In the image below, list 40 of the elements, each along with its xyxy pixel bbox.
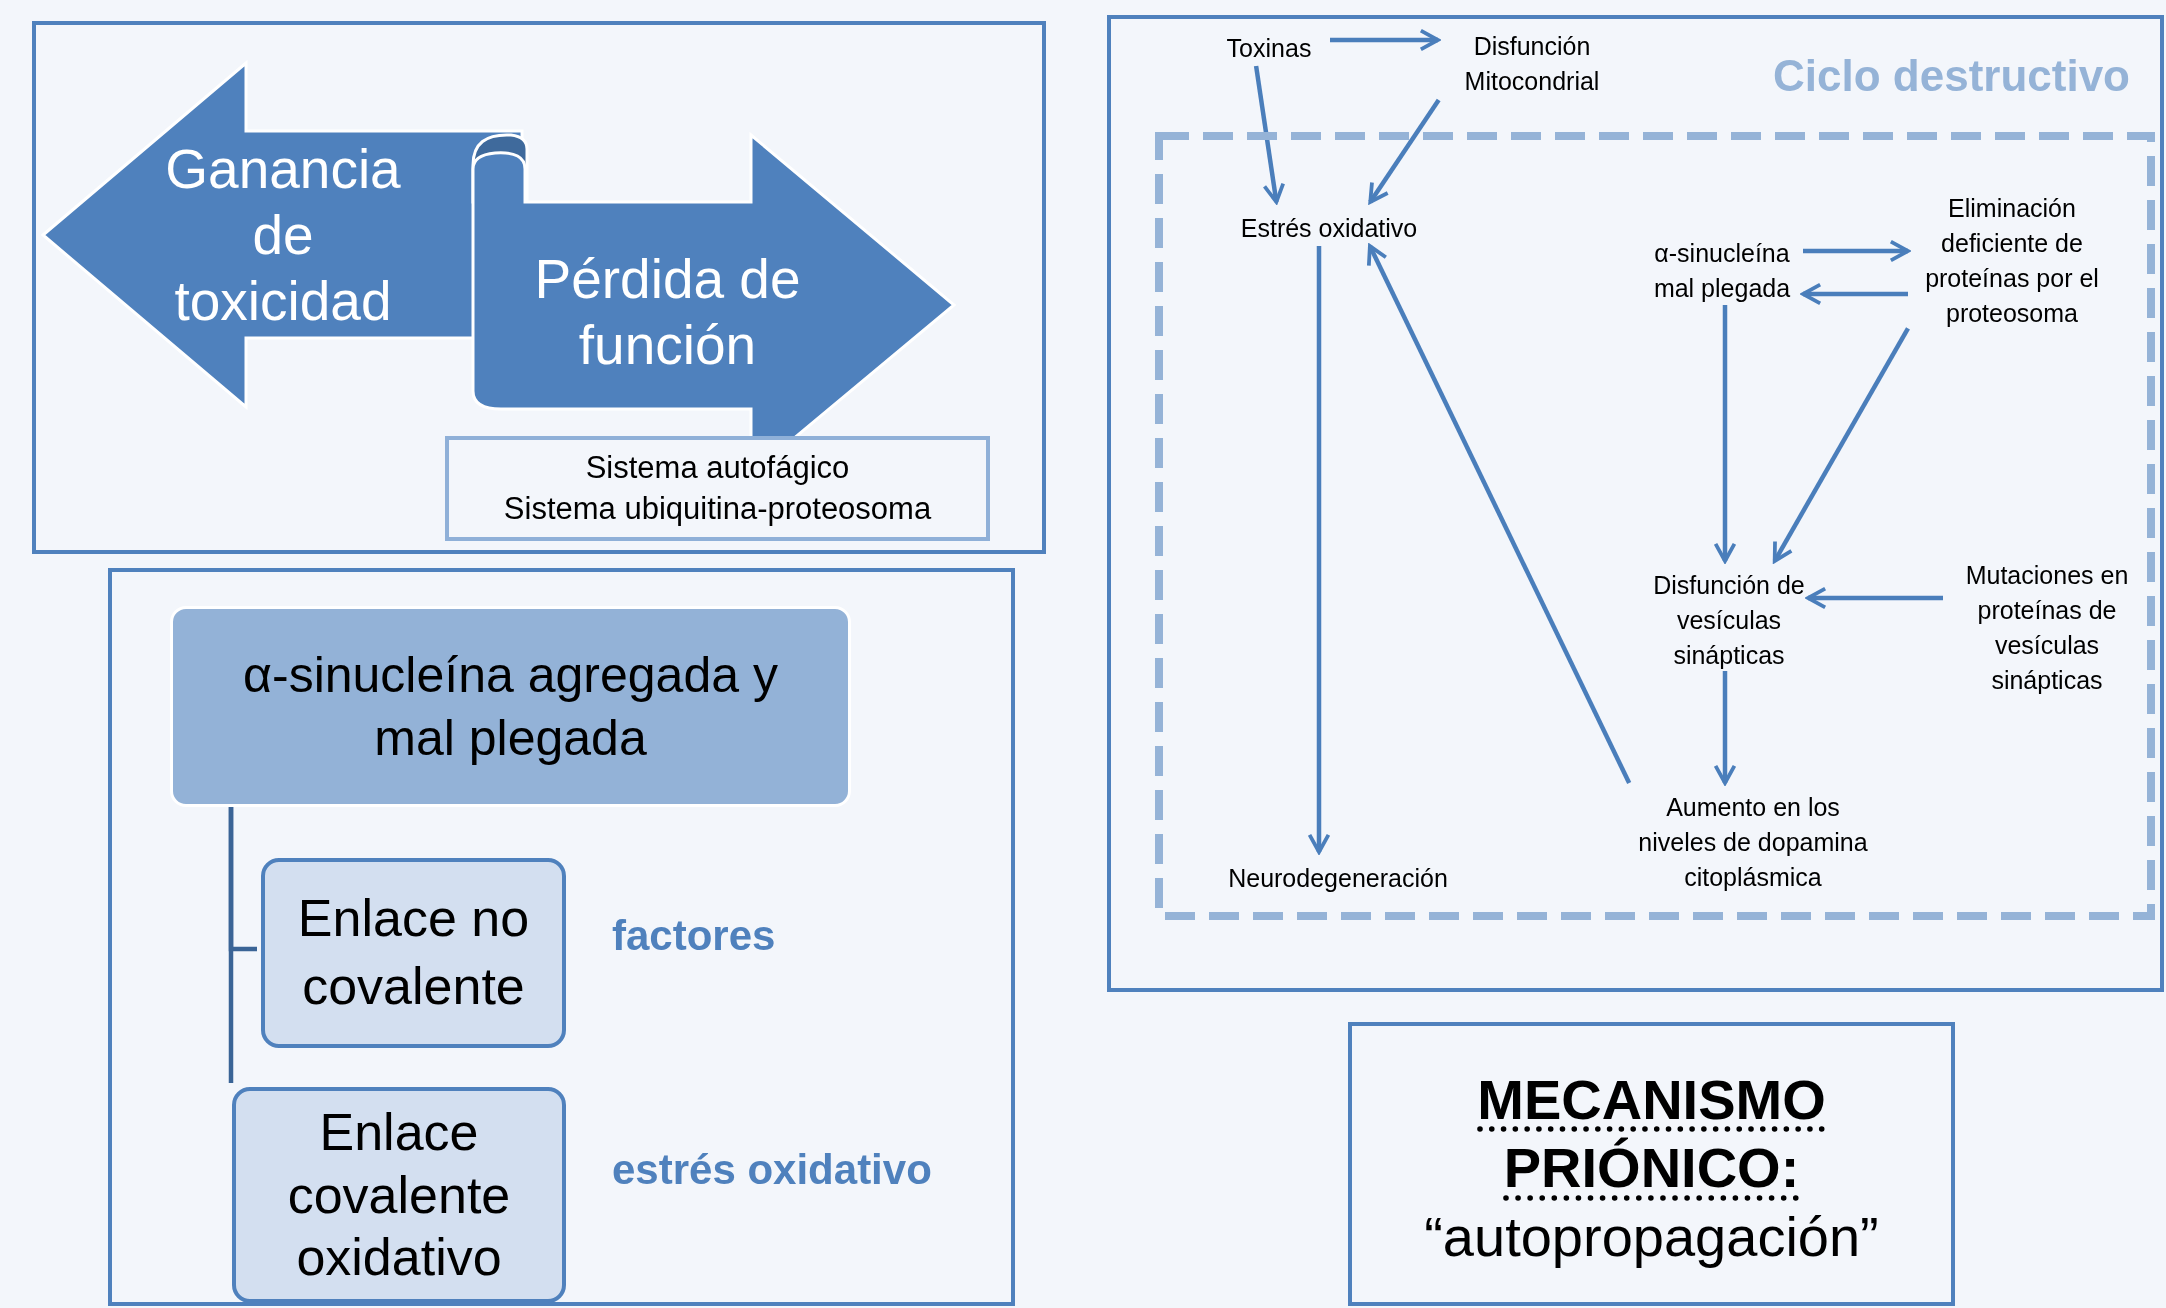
arrow (1801, 282, 1908, 306)
box-title: α-sinucleína agregada y mal plegada (242, 646, 779, 768)
subtitle-text: “autopropagación” (1424, 1203, 1879, 1270)
list-text: Sistema ubiquitina-proteosoma (503, 489, 932, 528)
arrow (1330, 28, 1440, 52)
arrow (1803, 239, 1910, 263)
concept-box (261, 858, 566, 1048)
arrow (1366, 244, 1632, 784)
cycle-label: Toxinas (1226, 32, 1312, 64)
panel-frame (1107, 15, 2164, 992)
cycle-label: Eliminación deficiente de proteínas por el proteosoma (1924, 193, 2100, 329)
arrow (1253, 65, 1286, 204)
panel-frame (1348, 1022, 1955, 1306)
arrow (1806, 586, 1943, 610)
side-label: estrés oxidativo (612, 1146, 932, 1194)
panel-frame (108, 568, 1015, 1306)
cycle-label: Disfunción de vesículas sinápticas (1652, 569, 1806, 671)
title-text: MECANISMO PRIÓNICO: (1476, 1067, 1827, 1202)
concept-box (232, 1087, 566, 1303)
list-text: Sistema autofágico (585, 449, 850, 488)
arrow (1713, 671, 1737, 785)
box-text: Enlace covalente oxidativo (286, 1102, 512, 1289)
cycle-label: Mutaciones en proteínas de vesículas sinápticas (1964, 560, 2130, 696)
arrow (1772, 327, 1910, 563)
cycle-label: Disfunción Mitocondrial (1463, 31, 1601, 97)
header-box (170, 606, 851, 807)
side-label: factores (612, 912, 776, 960)
box-text: Enlace no covalente (296, 888, 531, 1017)
cycle-label: Estrés oxidativo (1240, 212, 1418, 244)
panel-frame (32, 21, 1046, 554)
arrow-label: Pérdida de función (533, 246, 802, 378)
arrow-label: Ganancia de toxicidad (164, 137, 402, 334)
arrow (1713, 305, 1737, 563)
arrow (1368, 98, 1441, 204)
cycle-label: Neurodegeneración (1228, 862, 1448, 894)
panel-title: Ciclo destructivo (1773, 50, 2130, 102)
arrow (1307, 246, 1331, 854)
cycle-label: α-sinucleína mal plegada (1652, 238, 1792, 304)
text-box (445, 436, 990, 541)
cycle-label: Aumento en los niveles de dopamina citoplásmica (1637, 791, 1869, 893)
